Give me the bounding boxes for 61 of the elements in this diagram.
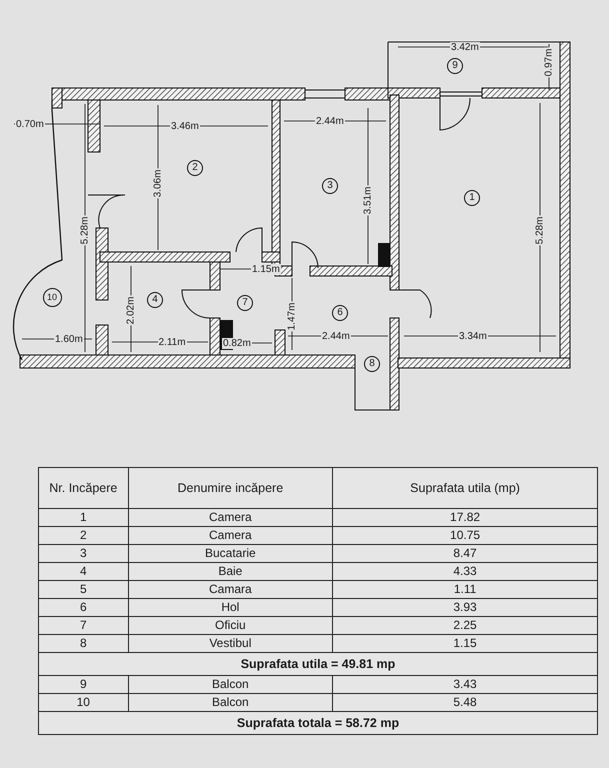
dimension-label: 2.44m: [321, 330, 351, 342]
area-value: 1.15: [332, 634, 598, 652]
room-name: Balcon: [128, 676, 333, 694]
column-header: Suprafata utila (mp): [332, 468, 598, 508]
dimension-label: 0.70m: [15, 118, 45, 130]
room-number: 9: [447, 58, 463, 74]
column-header: Denumire incăpere: [128, 468, 333, 508]
room-index: 3: [38, 544, 128, 562]
dimension-label: 1.15m: [251, 264, 281, 274]
area-value: 5.48: [332, 694, 598, 712]
dimension-label: 1.47m: [286, 301, 298, 331]
room-number: 6: [332, 305, 348, 321]
dimension-label: 3.42m: [450, 42, 480, 52]
dimension-label: 3.46m: [170, 120, 200, 132]
room-name: Bucatarie: [128, 544, 333, 562]
dimension-label: 5.28m: [79, 215, 90, 245]
dimension-label: 0.82m: [222, 338, 252, 348]
room-index: 9: [38, 676, 128, 694]
room-number: 10: [42, 288, 62, 306]
room-number: 2: [187, 160, 203, 176]
room-name: Vestibul: [128, 634, 333, 652]
area-value: 3.43: [332, 676, 598, 694]
room-name: Camara: [128, 580, 333, 598]
room-number: 4: [147, 292, 163, 308]
room-index: 7: [38, 616, 128, 634]
room-number: 3: [322, 178, 338, 194]
area-value: 2.25: [332, 616, 598, 634]
area-value: 17.82: [332, 508, 598, 526]
area-total: Suprafata utila = 49.81 mp: [38, 652, 598, 676]
dimension-label: 3.06m: [152, 168, 164, 198]
room-number: 1: [464, 190, 480, 206]
dimension-label: 2.02m: [125, 295, 136, 325]
room-name: Camera: [128, 508, 333, 526]
room-number: 8: [364, 356, 380, 372]
room-index: 8: [38, 634, 128, 652]
area-value: 4.33: [332, 562, 598, 580]
dimension-label: 1.60m: [54, 334, 84, 344]
area-value: 1.11: [332, 580, 598, 598]
room-number: 7: [237, 295, 253, 311]
room-index: 6: [38, 598, 128, 616]
room-name: Hol: [128, 598, 333, 616]
area-value: 3.93: [332, 598, 598, 616]
room-name: Baie: [128, 562, 333, 580]
room-index: 1: [38, 508, 128, 526]
room-name: Camera: [128, 526, 333, 544]
dimension-label: 3.51m: [362, 185, 374, 215]
room-index: 2: [38, 526, 128, 544]
room-name: Balcon: [128, 694, 333, 712]
dimension-label: 2.11m: [158, 336, 187, 348]
dimension-label: 5.28m: [534, 215, 546, 245]
room-name: Oficiu: [128, 616, 333, 634]
area-total: Suprafata totala = 58.72 mp: [38, 712, 598, 734]
room-index: 4: [38, 562, 128, 580]
dimension-label: 0.97m: [543, 47, 554, 77]
room-index: 10: [38, 694, 128, 712]
dimension-label: 3.34m: [458, 330, 488, 342]
room-index: 5: [38, 580, 128, 598]
area-value: 10.75: [332, 526, 598, 544]
area-value: 8.47: [332, 544, 598, 562]
column-header: Nr. Incăpere: [38, 468, 128, 508]
dimension-label: 2.44m: [315, 116, 345, 126]
